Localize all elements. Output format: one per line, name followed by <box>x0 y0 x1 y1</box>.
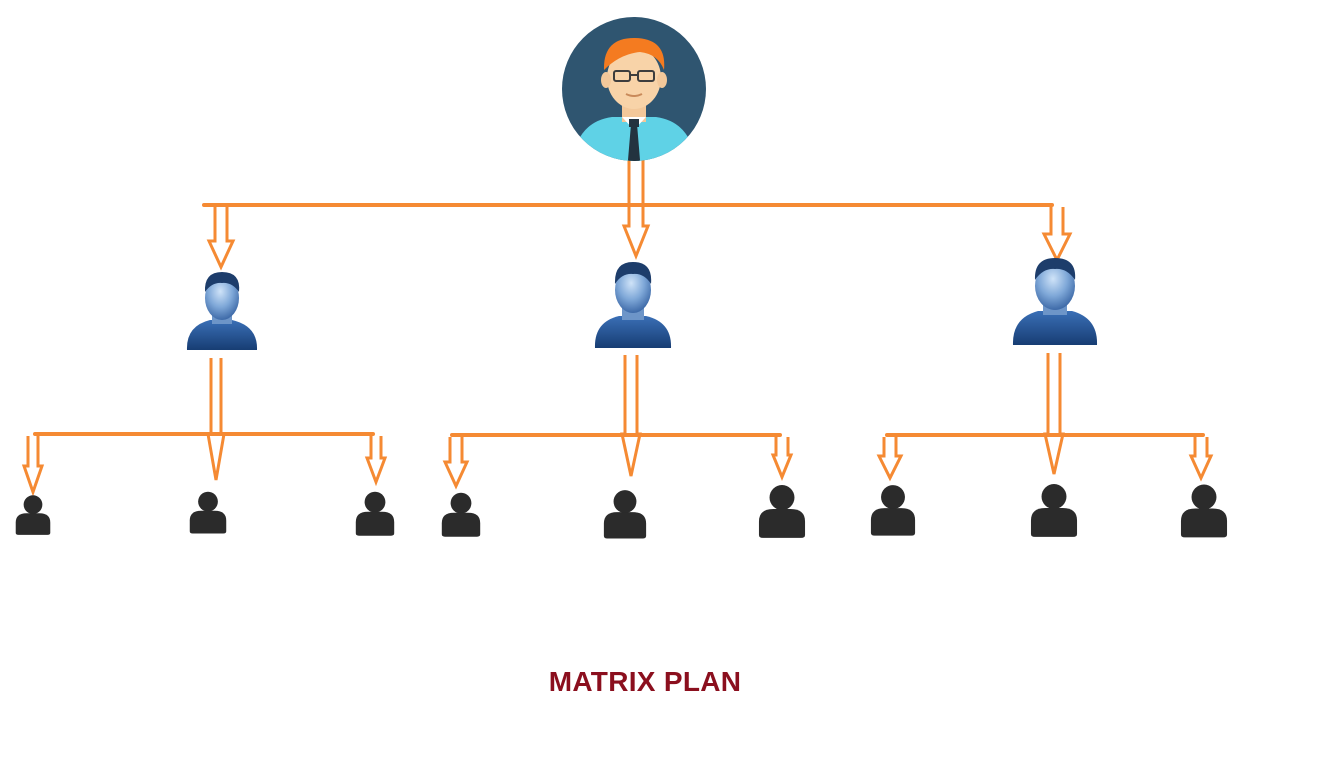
down-arrow-icon <box>1188 437 1214 482</box>
manager-avatar-icon <box>562 17 706 161</box>
person-icon <box>870 485 916 536</box>
user-bust-icon <box>594 262 672 348</box>
person-icon <box>1030 484 1078 537</box>
user-bust-icon <box>186 272 258 350</box>
down-arrow-icon <box>21 436 45 497</box>
person-icon <box>441 492 481 537</box>
person-icon <box>355 491 395 536</box>
down-arrow-icon <box>1041 207 1073 264</box>
root-node <box>562 17 706 161</box>
user-bust-icon <box>1012 258 1098 345</box>
person-icon <box>15 495 51 535</box>
down-arrow-icon <box>206 358 226 481</box>
connector-lines <box>21 158 1214 497</box>
down-arrow-icon <box>770 437 794 481</box>
person-icon <box>1180 484 1228 538</box>
diagram-caption: MATRIX PLAN <box>548 666 742 697</box>
person-icon <box>189 491 227 534</box>
manager-node <box>186 272 258 350</box>
down-arrow-icon <box>442 437 470 490</box>
person-icon <box>603 490 647 539</box>
down-arrow-icon <box>364 436 388 487</box>
down-arrow-icon <box>876 437 904 482</box>
member-row <box>15 484 1228 539</box>
down-arrow-icon <box>621 158 651 261</box>
down-arrow-icon <box>206 207 236 271</box>
down-arrow-icon <box>1043 353 1065 475</box>
manager-node <box>594 262 672 348</box>
person-icon <box>758 485 806 538</box>
down-arrow-icon <box>620 355 642 477</box>
manager-node <box>1012 258 1098 345</box>
